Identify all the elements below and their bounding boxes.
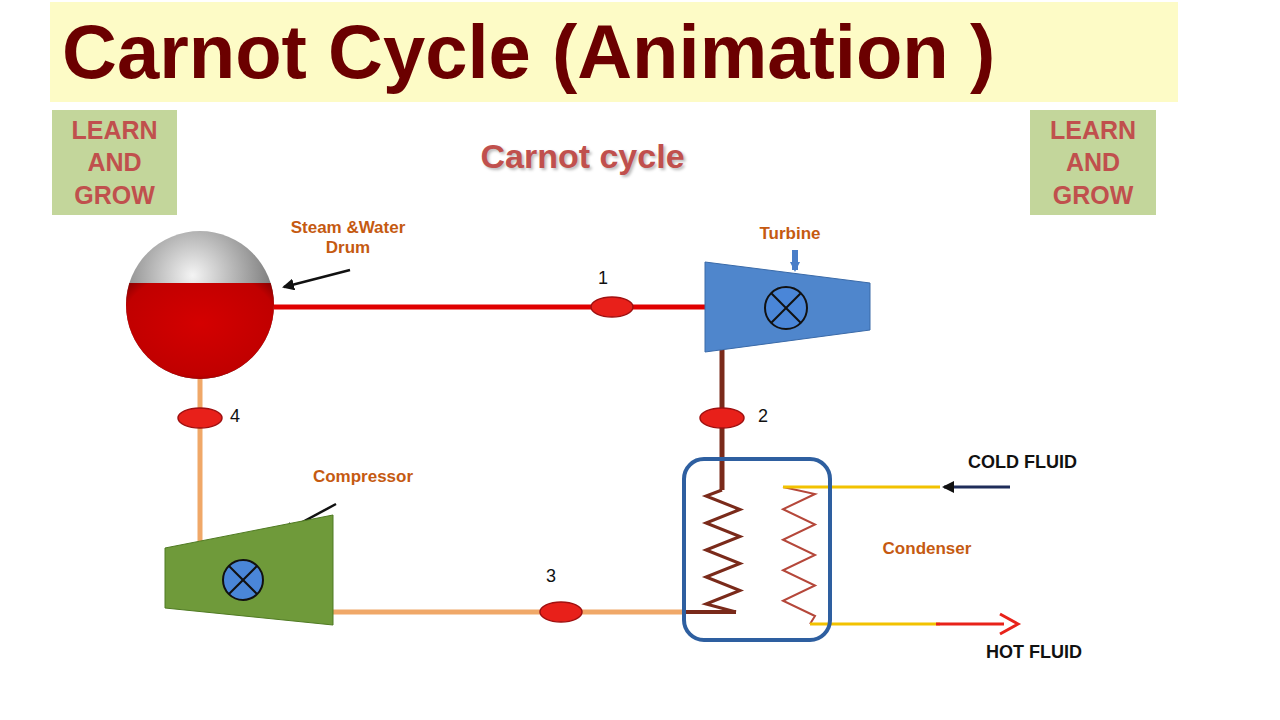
turbine-shape	[705, 262, 870, 352]
turbine: Turbine	[705, 262, 870, 352]
diagram-heading: Carnot cycle	[380, 137, 785, 176]
turbine-input-arrow	[792, 250, 798, 270]
part-label: Turbine	[745, 224, 835, 244]
condenser-shape	[682, 457, 832, 642]
condenser-coil	[783, 487, 815, 624]
state-point	[540, 602, 582, 622]
fluid-label: HOT FLUID	[986, 642, 1136, 663]
hot-fluid-arrow	[936, 623, 1004, 626]
state-point	[178, 408, 222, 428]
condenser: Condenser	[682, 457, 832, 642]
fluid-label: COLD FLUID	[968, 452, 1118, 473]
page-title: Carnot Cycle (Animation )	[62, 8, 995, 95]
cold-fluid-pipe	[783, 486, 940, 489]
part-label: Condenser	[862, 539, 992, 559]
leader-line	[284, 270, 350, 287]
compressor-shape	[165, 515, 333, 625]
pipe-connector	[720, 350, 725, 457]
pipe	[682, 610, 736, 614]
pipe-connector	[274, 305, 705, 310]
compressor: Compressor	[165, 515, 333, 625]
part-label: Steam &Water Drum	[278, 218, 418, 257]
steam-water-drum-shape	[126, 231, 274, 379]
steam-water-drum: Steam &Water Drum	[126, 231, 274, 379]
watermark: LEARN AND GROW	[52, 110, 177, 215]
pipe-connector	[198, 379, 203, 541]
pipe-connector	[333, 610, 682, 615]
condenser-coil	[706, 490, 740, 612]
panel	[50, 105, 1157, 705]
cold-fluid-arrow	[944, 486, 1010, 489]
state-point	[591, 297, 633, 317]
state-point	[700, 408, 744, 428]
callout-number: 2	[758, 406, 768, 427]
hot-fluid-arrowhead	[1000, 614, 1018, 634]
callout-number: 4	[230, 406, 240, 427]
part-label: Compressor	[293, 467, 433, 487]
callout-number: 3	[546, 566, 556, 587]
callout-number: 1	[598, 268, 608, 289]
watermark: LEARN AND GROW	[1030, 110, 1156, 215]
pipe	[720, 457, 725, 490]
